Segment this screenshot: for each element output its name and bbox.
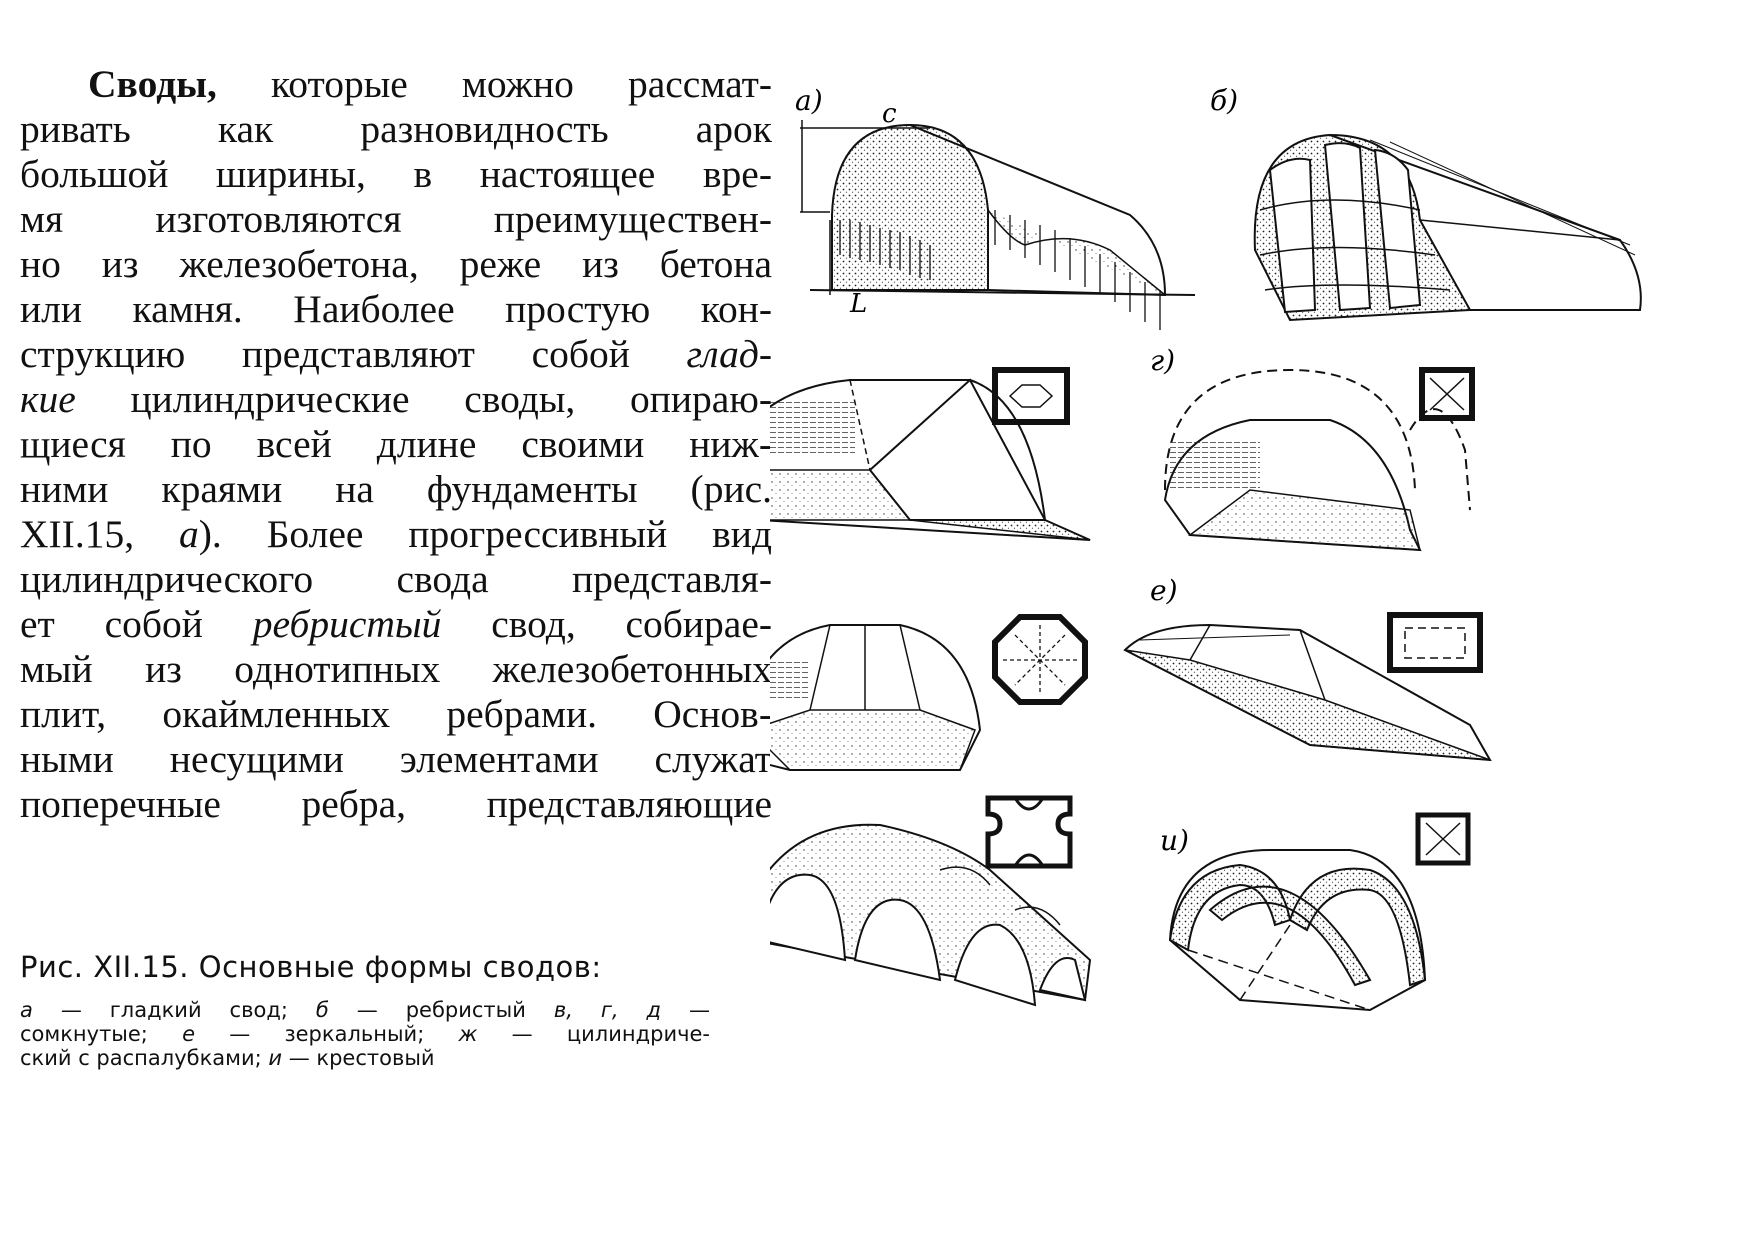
legend-line: а — гладкий свод; б — ребристый в, г, д …: [20, 998, 710, 1022]
body-text-run: мый из однотипных железобетонных: [20, 647, 772, 691]
figure-caption: Рис. XII.15. Основные формы сводов: а — …: [20, 950, 720, 1070]
body-line: ними краями на фундаменты (рис.: [20, 467, 772, 512]
vault-forms-figure: а) с L: [700, 80, 1745, 1160]
body-line: поперечные ребра, представляющие: [20, 782, 772, 827]
panel-b-ribbed-vault: б): [1210, 84, 1642, 322]
panel-a-mark-c: с: [882, 99, 897, 129]
body-text-run: XII.15,: [20, 512, 180, 556]
body-line: цилиндрического свода представля-: [20, 557, 772, 602]
legend-line: ский с распалубками; и — крестовый: [20, 1046, 710, 1070]
body-text-run: струкцию представляют собой: [20, 332, 687, 376]
body-text-run: ). Более прогрессивный вид: [198, 512, 772, 556]
body-text-run: цилиндрические своды, опираю-: [75, 377, 772, 421]
panel-a-mark-l: L: [849, 289, 867, 319]
body-text-run: Своды,: [88, 62, 217, 106]
panel-i-label: и): [1160, 824, 1189, 857]
panel-i-groin-vault: и): [1160, 812, 1471, 1012]
body-line: плит, окаймленных ребрами. Основ-: [20, 692, 772, 737]
panel-g-cloister-vault: г): [1150, 344, 1475, 552]
body-text-run: но из железобетона, реже из бетона: [20, 242, 772, 286]
panel-b-label: б): [1210, 84, 1238, 117]
panel-a-label: а): [795, 84, 823, 117]
caption-title: Рис. XII.15. Основные формы сводов:: [20, 950, 602, 984]
body-text-run: ными несущими элементами служат: [20, 737, 772, 781]
legend-text-run: е: [182, 1022, 196, 1046]
legend-text-run: — гладкий свод;: [32, 998, 316, 1022]
body-text-run: щиеся по всей длине своими ниж-: [20, 422, 772, 466]
body-line: большой ширины, в настоящее вре-: [20, 152, 772, 197]
body-line: но из железобетона, реже из бетона: [20, 242, 772, 287]
body-line: мый из однотипных железобетонных: [20, 647, 772, 692]
body-text-run: ет собой: [20, 602, 253, 646]
legend-text-run: — цилиндриче-: [477, 1022, 711, 1046]
body-text-run: свод, собирае-: [441, 602, 773, 646]
body-text-run: ребристый: [252, 602, 442, 646]
body-line: ет собой ребристый свод, собирае-: [20, 602, 772, 647]
legend-text-run: — крестовый: [282, 1046, 435, 1070]
body-line: щиеся по всей длине своими ниж-: [20, 422, 772, 467]
panel-g-label: г): [1150, 344, 1175, 377]
body-line: ными несущими элементами служат: [20, 737, 772, 782]
body-paragraph: Своды, которые можно рассмат-ривать как …: [20, 62, 772, 827]
legend-text-run: — зеркальный;: [195, 1022, 459, 1046]
legend-text-run: сомкнутые;: [20, 1022, 183, 1046]
body-text-run: плит, окаймленных ребрами. Основ-: [20, 692, 772, 736]
body-text-run: поперечные ребра, представляющие: [20, 782, 772, 826]
panel-e-label: е): [1150, 574, 1178, 607]
legend-text-run: б: [315, 998, 329, 1022]
legend-text-run: ский с распалубками;: [20, 1046, 269, 1070]
body-line: мя изготовляются преимуществен-: [20, 197, 772, 242]
body-text-run: глад-: [686, 332, 772, 376]
legend-text-run: ж: [458, 1022, 478, 1046]
body-text-run: большой ширины, в настоящее вре-: [20, 152, 772, 196]
body-text-run: ривать как разновидность арок: [20, 107, 772, 151]
body-text-run: которые можно рассмат-: [216, 62, 772, 106]
body-text-run: мя изготовляются преимуществен-: [20, 197, 772, 241]
vault-drawings: а) с L: [700, 84, 1642, 1012]
body-text-run: кие: [20, 377, 76, 421]
legend-text-run: а: [20, 998, 33, 1022]
panel-v-cloister-vault: в): [705, 344, 1091, 541]
legend-text-run: и: [268, 1046, 283, 1070]
body-line: струкцию представляют собой глад-: [20, 332, 772, 377]
body-line: XII.15, а). Более прогрессивный вид: [20, 512, 772, 557]
panel-zh-lunette-vault: ж): [720, 779, 1092, 1007]
body-text-run: цилиндрического свода представля-: [20, 557, 772, 601]
body-line: или камня. Наиболее простую кон-: [20, 287, 772, 332]
body-text-run: а: [179, 512, 199, 556]
panel-a-smooth-vault: а) с L: [795, 84, 1196, 330]
legend-text-run: — ребристый: [328, 998, 554, 1022]
body-text-run: или камня. Наиболее простую кон-: [20, 287, 772, 331]
body-text-run: ними краями на фундаменты (рис.: [20, 467, 772, 511]
body-line: ривать как разновидность арок: [20, 107, 772, 152]
caption-legend: а — гладкий свод; б — ребристый в, г, д …: [20, 998, 720, 1070]
body-line: кие цилиндрические своды, опираю-: [20, 377, 772, 422]
legend-text-run: в, г, д: [553, 998, 662, 1022]
panel-e-mirror-vault: е): [1123, 574, 1492, 762]
legend-line: сомкнутые; е — зеркальный; ж — цилиндрич…: [20, 1022, 710, 1046]
body-line: Своды, которые можно рассмат-: [20, 62, 772, 107]
legend-text-run: —: [661, 998, 710, 1022]
panel-d-octagonal-vault: д): [700, 574, 1088, 771]
